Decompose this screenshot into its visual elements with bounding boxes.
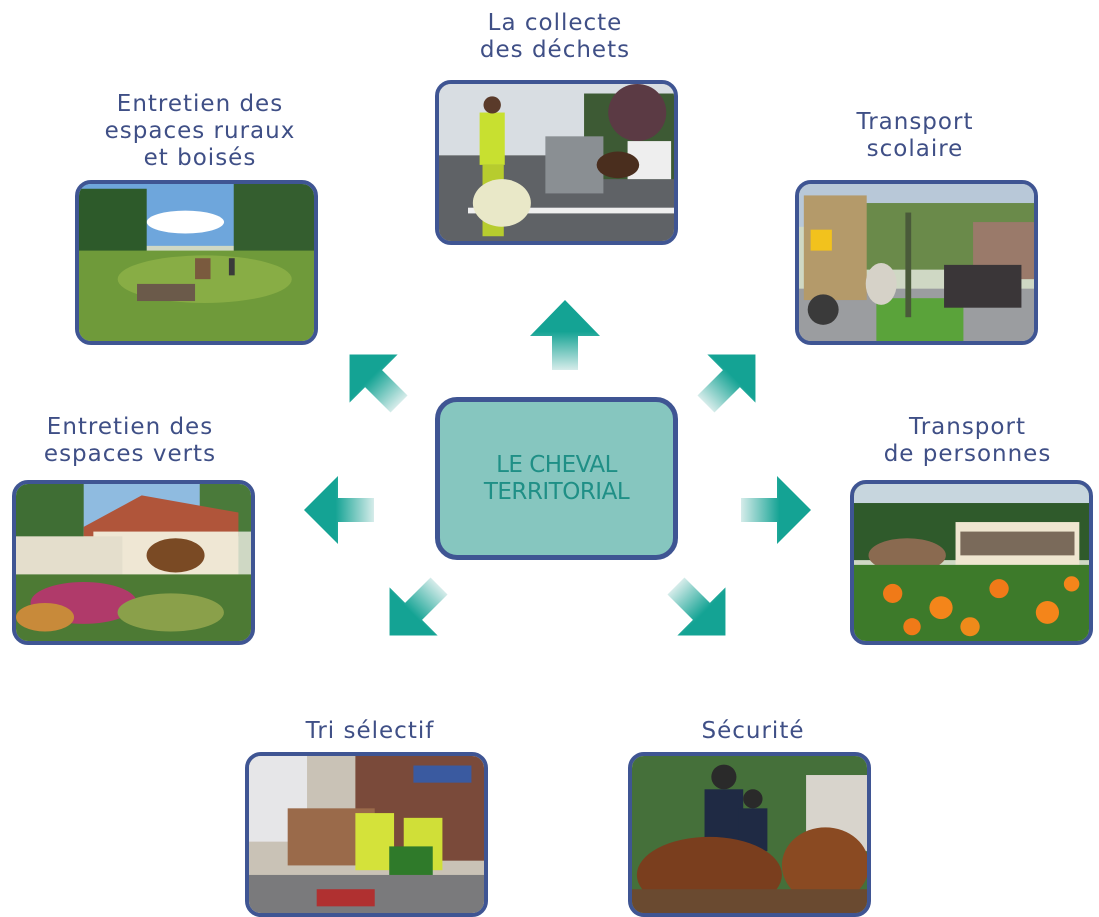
topic-label-securite: Sécurité [701,718,805,744]
topic-label-rural: Entretien des espaces ruraux et boisés [104,91,296,171]
arrow-right-icon [741,476,811,544]
center-title-box: LE CHEVAL TERRITORIAL [435,397,678,560]
topic-label-verts: Entretien des espaces verts [43,414,217,467]
arrow-up-icon [530,300,600,370]
topic-label-scolaire: Transport scolaire [856,109,974,162]
topic-label-personnes: Transport de personnes [883,414,1052,467]
topic-label-tri: Tri sélectif [305,718,435,744]
photo-school-wagon [795,180,1038,345]
arrow-left-icon [304,476,374,544]
photo-mounted-police [628,752,871,917]
arrow-up-right-icon [697,354,756,413]
photo-rural-mowing [75,180,318,345]
photo-passenger-transport [850,480,1093,645]
arrow-up-left-icon [349,354,408,413]
arrow-down-left-icon [389,577,448,636]
center-title-line2: TERRITORIAL [483,478,630,505]
photo-green-spaces [12,480,255,645]
center-title-line1: LE CHEVAL [496,451,617,478]
photo-recycling [245,752,488,917]
photo-waste-collection [435,80,678,245]
arrow-down-right-icon [667,577,726,636]
topic-label-collecte: La collecte des déchets [479,10,631,63]
